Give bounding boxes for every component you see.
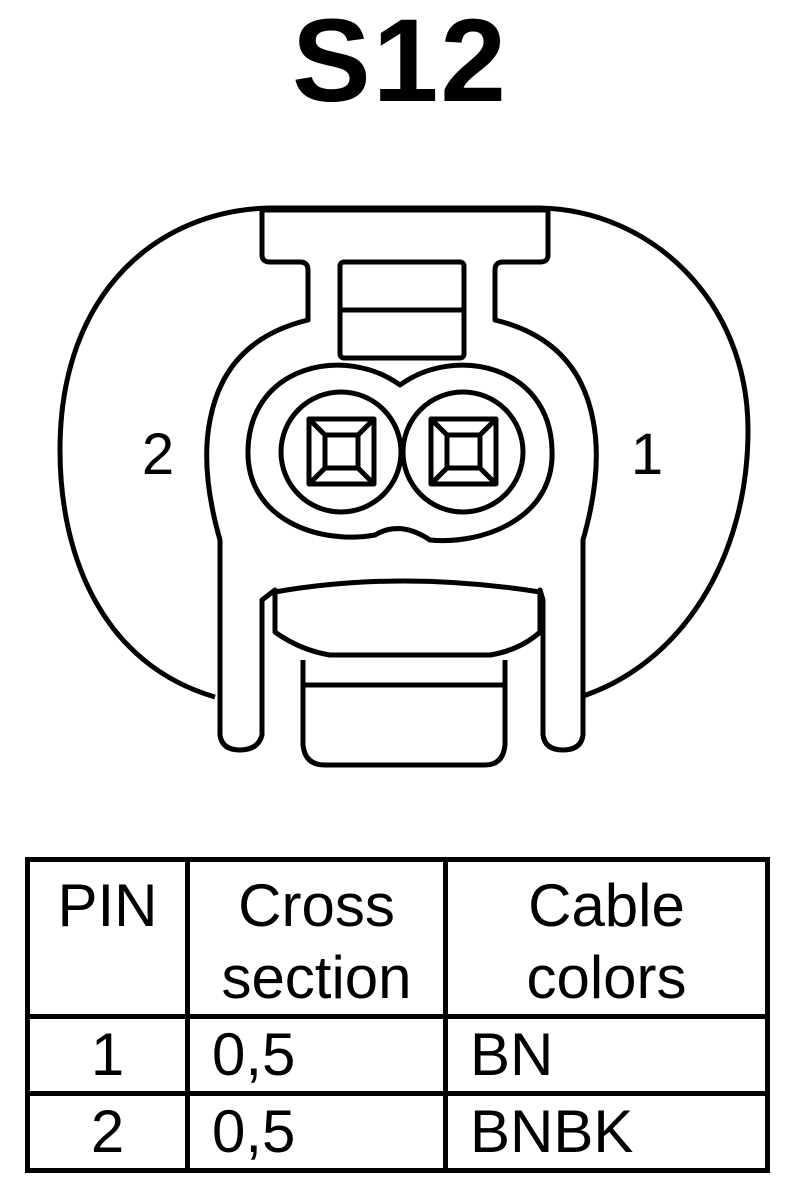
cell-cross-section: 0,5 <box>185 1091 448 1173</box>
lower-key <box>300 660 508 768</box>
pin-label-1: 1 <box>631 422 663 487</box>
cell-cable-color: BNBK <box>443 1091 770 1173</box>
cell-pin: 2 <box>25 1091 190 1173</box>
connector-face-diagram: 2 1 <box>57 205 751 768</box>
table-row: 1 0,5 BN <box>25 1014 770 1096</box>
lower-latch-band <box>272 578 543 658</box>
cell-pin: 1 <box>25 1014 190 1096</box>
connector-title: S12 <box>292 0 508 127</box>
header-pin: PIN <box>25 857 190 1019</box>
cell-cable-color: BN <box>443 1014 770 1096</box>
cell-cross-section: 0,5 <box>185 1014 448 1096</box>
table-row: 2 0,5 BNBK <box>25 1091 770 1173</box>
pin-label-2: 2 <box>142 422 174 487</box>
